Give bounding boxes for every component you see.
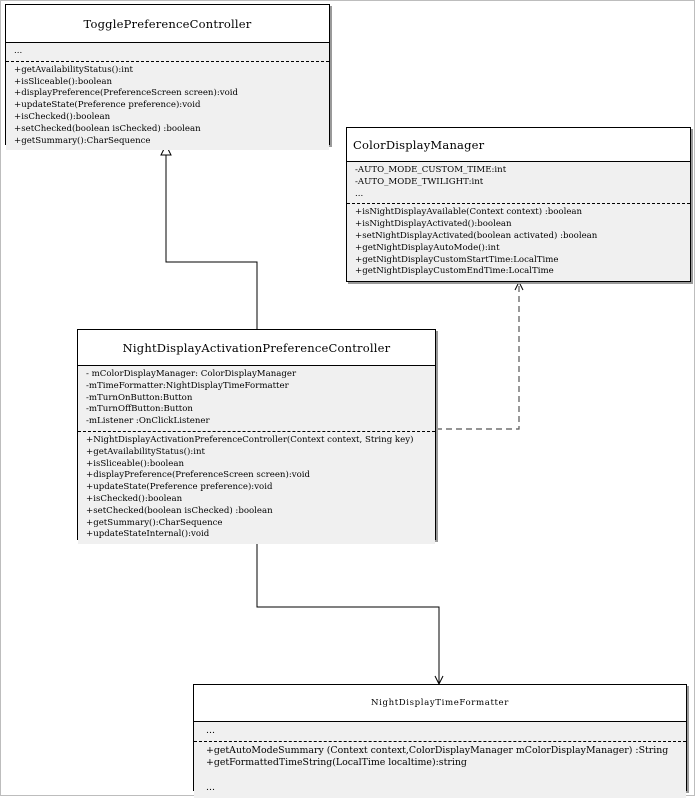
attribute-line: -mListener :OnClickListener (86, 416, 210, 427)
attribute-line: -mTurnOnButton:Button (86, 392, 193, 403)
generalization-arrow (160, 143, 258, 330)
operation-line: +getNightDisplayCustomStartTime:LocalTim… (355, 254, 559, 265)
attribute-line: -AUTO_MODE_CUSTOM_TIME:int (355, 165, 507, 175)
operation-line: +updateStateInternal():void (86, 529, 210, 540)
operation-line: +getFormattedTimeString(LocalTime localt… (206, 757, 467, 768)
operation-line: +setChecked(boolean isChecked) :boolean (14, 123, 201, 134)
operation-line: +isSliceable():boolean (14, 76, 113, 87)
attribute-compartment: - mColorDisplayManager: ColorDisplayMana… (78, 366, 435, 432)
attribute-line: -mTimeFormatter:NightDisplayTimeFormatte… (86, 380, 289, 391)
attribute-line: ... (206, 725, 215, 736)
operation-line: +getAvailabilityStatus():int (14, 64, 133, 75)
attribute-compartment: ... (194, 722, 686, 742)
operation-line: +NightDisplayActivationPreferenceControl… (86, 434, 414, 445)
operation-line: +displayPreference(PreferenceScreen scre… (86, 470, 310, 481)
class-title: NightDisplayActivationPreferenceControll… (78, 330, 435, 366)
operation-line: ... (206, 782, 215, 793)
operation-line: +displayPreference(PreferenceScreen scre… (14, 88, 238, 99)
association-arrow (256, 540, 439, 684)
attribute-line: - mColorDisplayManager: ColorDisplayMana… (86, 369, 297, 379)
operation-line: +getAvailabilityStatus():int (86, 446, 205, 457)
class-night-display-activation-preference-controller: NightDisplayActivationPreferenceControll… (77, 329, 436, 545)
attribute-line: -mTurnOffButton:Button (86, 404, 193, 415)
operation-compartment: +isNightDisplayAvailable(Context context… (347, 204, 690, 282)
operation-line: +updateState(Preference preference):void (86, 482, 273, 493)
attribute-compartment: ... (6, 43, 329, 62)
class-toggle-preference-controller: TogglePreferenceController ... +getAvail… (5, 4, 330, 151)
class-color-display-manager: ColorDisplayManager -AUTO_MODE_CUSTOM_TI… (346, 127, 691, 282)
operation-line: +isNightDisplayAvailable(Context context… (355, 207, 583, 218)
class-title: ColorDisplayManager (347, 128, 690, 162)
operation-line: +isChecked():boolean (86, 493, 183, 504)
operation-line: +getNightDisplayAutoMode():int (355, 242, 500, 253)
operation-line (206, 770, 686, 783)
operation-line: +getSummary():CharSequence (86, 517, 223, 528)
operation-line: +getSummary():CharSequence (14, 135, 151, 146)
operation-line: +getAutoModeSummary (Context context,Col… (206, 744, 669, 756)
operation-line: +isNightDisplayActivated():boolean (355, 219, 512, 230)
attribute-compartment: -AUTO_MODE_CUSTOM_TIME:int-AUTO_MODE_TWI… (347, 162, 690, 205)
attribute-line: ... (355, 188, 364, 199)
operation-compartment: +getAutoModeSummary (Context context,Col… (194, 741, 686, 798)
class-title: NightDisplayTimeFormatter (194, 685, 686, 722)
attribute-line: ... (14, 46, 23, 56)
operation-line: +updateState(Preference preference):void (14, 100, 201, 111)
attribute-line: -AUTO_MODE_TWILIGHT:int (355, 176, 484, 187)
operation-line: +setChecked(boolean isChecked) :boolean (86, 505, 273, 516)
dependency-arrow (436, 282, 519, 430)
class-title: TogglePreferenceController (6, 5, 329, 43)
operation-compartment: +getAvailabilityStatus():int+isSliceable… (6, 61, 329, 151)
operation-line: +isChecked():boolean (14, 111, 111, 122)
operation-line: +setNightDisplayActivated(boolean activa… (355, 230, 598, 241)
operation-line: +isSliceable():boolean (86, 458, 185, 469)
class-night-display-time-formatter: NightDisplayTimeFormatter ... +getAutoMo… (193, 684, 687, 798)
operation-line: +getNightDisplayCustomEndTime:LocalTime (355, 266, 554, 277)
operation-compartment: +NightDisplayActivationPreferenceControl… (78, 431, 435, 545)
